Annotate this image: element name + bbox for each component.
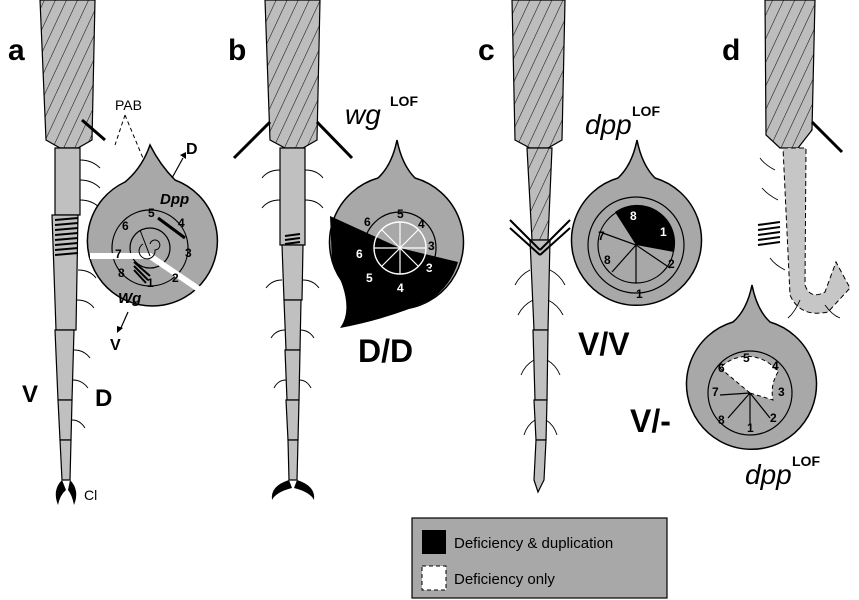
sector-label: 6 bbox=[356, 247, 363, 261]
panel-letter-d: d bbox=[722, 34, 740, 67]
sector-label: 4 bbox=[418, 217, 425, 231]
panel-b: b wg LOF 5 4 3 3 4 5 6 7 6 2 D/D bbox=[228, 0, 465, 500]
legend: Deficiency & duplication Deficiency only bbox=[411, 517, 668, 599]
sector-label: 5 bbox=[743, 351, 750, 365]
sector-label: 2 bbox=[430, 259, 437, 273]
wg-label: Wg bbox=[118, 290, 141, 307]
legend-box bbox=[411, 517, 668, 599]
sector-label: 4 bbox=[397, 281, 404, 295]
panel-a: a PAB 5 4 3 2 1 8 7 6 Dpp Wg bbox=[8, 0, 219, 505]
dorsal-label: D bbox=[186, 141, 198, 158]
sector-label: 8 bbox=[118, 266, 125, 280]
imaginal-disc-a: 5 4 3 2 1 8 7 6 Dpp Wg bbox=[86, 143, 219, 307]
sector-label: 6 bbox=[718, 361, 725, 375]
gene-sup-b: LOF bbox=[390, 93, 418, 109]
gene-label-d: dpp bbox=[745, 459, 792, 490]
sex-comb-d bbox=[757, 221, 781, 246]
panel-letter-b: b bbox=[228, 34, 246, 67]
sector-label: 1 bbox=[747, 421, 754, 435]
sector-label: 2 bbox=[172, 271, 179, 285]
pab-label: PAB bbox=[115, 97, 142, 113]
sector-label: 5 bbox=[366, 271, 373, 285]
sector-label: 3 bbox=[426, 261, 433, 275]
sector-label: 7 bbox=[598, 229, 605, 243]
panel-c: c dpp LOF 8 1 2 1 8 7 V/V bbox=[478, 0, 703, 494]
sector-label: 3 bbox=[428, 239, 435, 253]
dpp-label: Dpp bbox=[160, 191, 189, 208]
sector-label: 1 bbox=[147, 276, 154, 290]
panel-d: d 5 4 3 2 1 8 7 6 V/- dpp LOF bbox=[630, 0, 851, 490]
claw-a bbox=[55, 480, 77, 505]
sector-label: 7 bbox=[346, 225, 353, 239]
sex-comb-b bbox=[284, 233, 301, 245]
imaginal-disc-b: 5 4 3 3 4 5 6 7 6 2 bbox=[328, 139, 465, 328]
imaginal-disc-d: 5 4 3 2 1 8 7 6 bbox=[685, 284, 818, 451]
panel-letter-c: c bbox=[478, 34, 495, 67]
leg-b bbox=[232, 0, 354, 500]
gene-sup-d: LOF bbox=[792, 453, 820, 469]
legend-label-deficiency-duplication: Deficiency & duplication bbox=[454, 535, 613, 552]
legend-label-deficiency-only: Deficiency only bbox=[454, 571, 555, 588]
imaginal-disc-c: 8 1 2 1 8 7 bbox=[570, 139, 703, 307]
claw-b bbox=[271, 480, 315, 500]
leg-c bbox=[509, 0, 571, 494]
legend-swatch-black bbox=[422, 530, 446, 554]
sector-label: 8 bbox=[604, 253, 611, 267]
sector-label: 5 bbox=[397, 207, 404, 221]
leg-ventral-label: V bbox=[22, 381, 38, 408]
sector-label: 8 bbox=[630, 209, 637, 223]
leg-d bbox=[757, 0, 851, 319]
claw-label: Cl bbox=[84, 487, 97, 503]
sector-label: 2 bbox=[770, 411, 777, 425]
ventral-label: V bbox=[110, 337, 121, 354]
outcome-label-d: V/- bbox=[630, 403, 671, 439]
sector-label: 6 bbox=[364, 215, 371, 229]
sector-label: 2 bbox=[668, 257, 675, 271]
leg-dorsal-label: D bbox=[95, 385, 112, 412]
outcome-label-b: D/D bbox=[358, 333, 413, 369]
panel-letter-a: a bbox=[8, 34, 25, 67]
sector-label: 1 bbox=[660, 225, 667, 239]
sector-label: 7 bbox=[115, 247, 122, 261]
leg-a bbox=[39, 0, 106, 505]
pab-pointer bbox=[114, 114, 151, 176]
gene-label-c: dpp bbox=[585, 109, 632, 140]
sector-label: 4 bbox=[178, 216, 185, 230]
sector-label: 3 bbox=[778, 385, 785, 399]
gene-label-b: wg bbox=[345, 99, 381, 130]
gene-sup-c: LOF bbox=[632, 103, 660, 119]
sector-label: 3 bbox=[185, 246, 192, 260]
legend-swatch-dashed bbox=[421, 565, 447, 591]
sex-comb-c bbox=[509, 219, 571, 256]
outcome-label-c: V/V bbox=[578, 326, 630, 362]
sex-comb-a bbox=[54, 217, 79, 256]
sector-label: 8 bbox=[718, 413, 725, 427]
sector-label: 4 bbox=[772, 359, 779, 373]
sector-label: 5 bbox=[148, 206, 155, 220]
sector-label: 7 bbox=[712, 385, 719, 399]
sector-label: 6 bbox=[122, 219, 129, 233]
sector-label: 1 bbox=[636, 287, 643, 301]
